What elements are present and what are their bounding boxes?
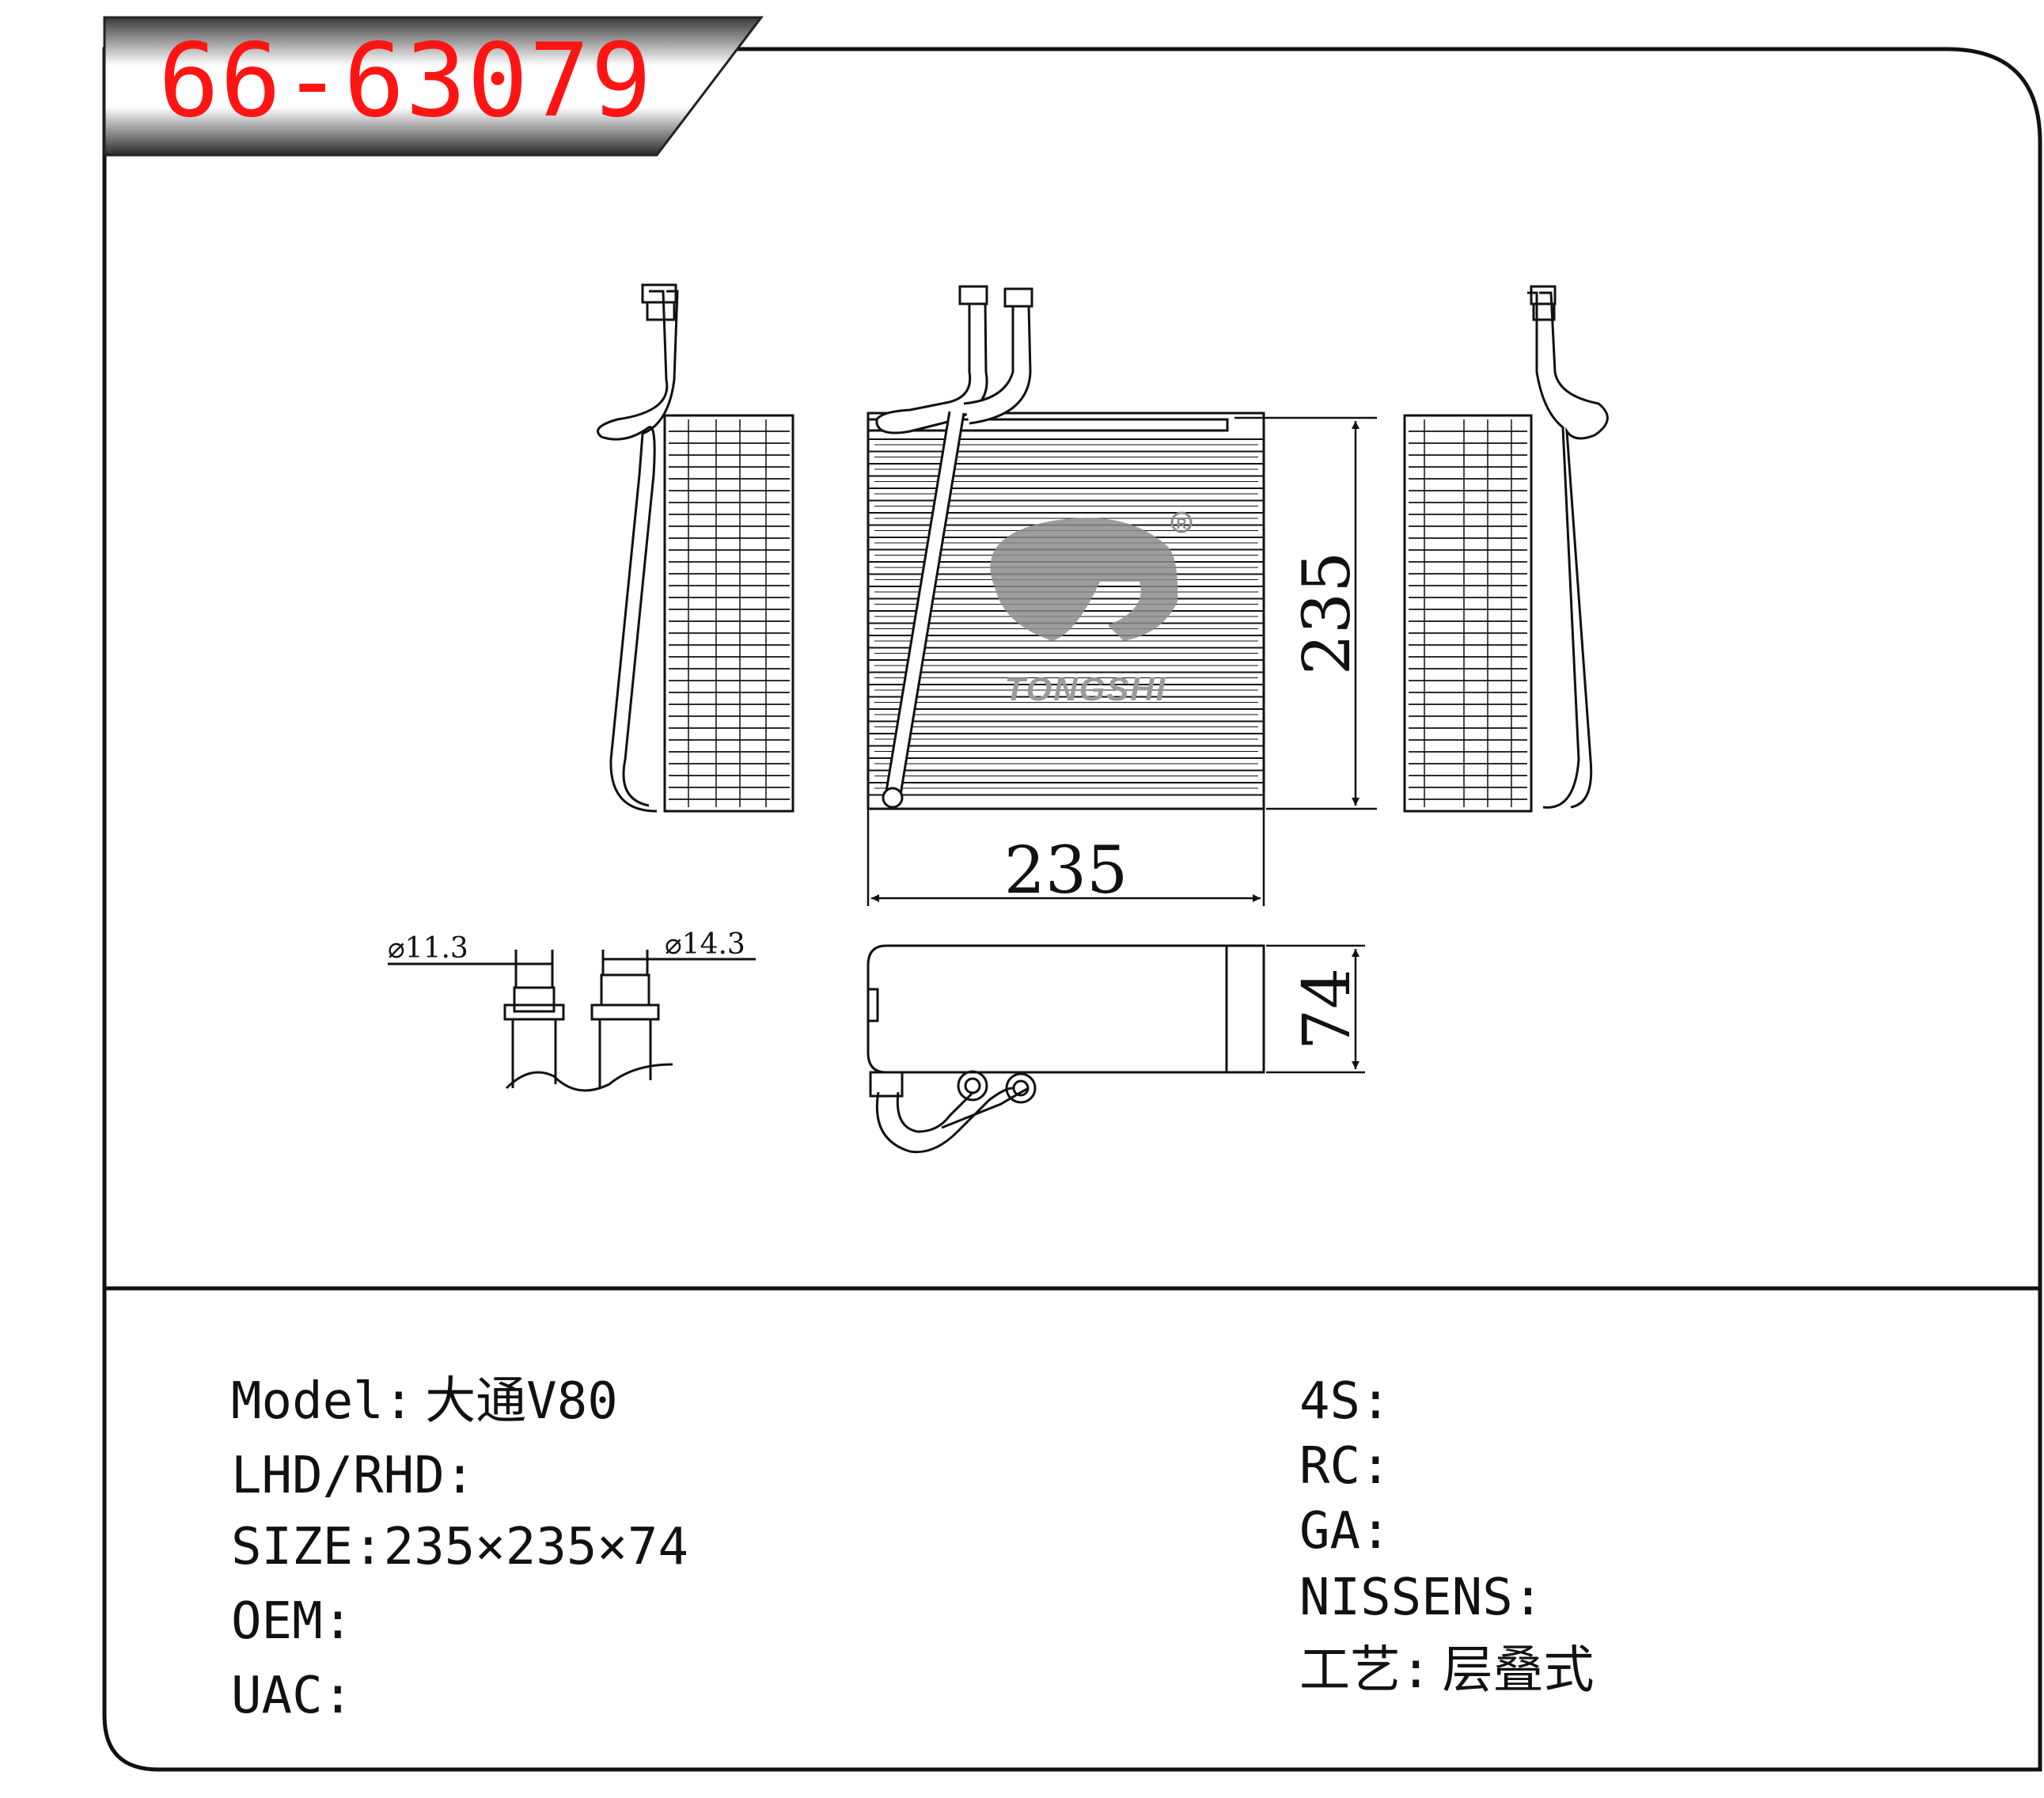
spec-oem: OEM:	[231, 1595, 364, 1648]
outer-frame	[102, 47, 2042, 1772]
spec-lhd-rhd: LHD/RHD:	[231, 1450, 486, 1502]
top-view	[867, 944, 1265, 1154]
svg-text:R: R	[1177, 516, 1187, 532]
spec-ga: GA:	[1299, 1505, 1402, 1557]
pipe-large-diameter: ⌀14.3	[665, 928, 745, 961]
spec-label: LHD/RHD:	[231, 1447, 476, 1505]
left-side-view	[597, 283, 794, 813]
spec-size: SIZE:235×235×74	[231, 1521, 688, 1573]
spec-label: Model:	[231, 1372, 415, 1431]
spec-rc: RC:	[1299, 1440, 1402, 1493]
width-label: 235	[1004, 833, 1128, 908]
spec-value: 层叠式	[1442, 1641, 1595, 1700]
spec-label: NISSENS:	[1299, 1569, 1544, 1627]
spec-nissens: NISSENS:	[1299, 1572, 1554, 1624]
depth-dimension	[1266, 944, 1365, 1074]
depth-label: 74	[1290, 968, 1365, 1050]
model-number-title: 66-63079	[158, 22, 653, 140]
spec-value: 235×235×74	[383, 1518, 688, 1576]
spec-label: 工艺:	[1299, 1641, 1432, 1700]
brand-logo: R TONGSHI	[990, 511, 1193, 707]
spec-label: SIZE:	[231, 1518, 384, 1576]
spec-label: GA:	[1299, 1502, 1391, 1561]
spec-value: 大通V80	[425, 1372, 618, 1431]
spec-label: UAC:	[231, 1667, 354, 1725]
spec-label: RC:	[1299, 1437, 1391, 1496]
height-label: 235	[1290, 552, 1365, 676]
spec-process: 工艺:层叠式	[1299, 1644, 1595, 1697]
pipe-detail	[388, 950, 756, 1092]
spec-label: 4S:	[1299, 1372, 1391, 1431]
spec-label: OEM:	[231, 1592, 354, 1651]
spec-uac: UAC:	[231, 1670, 364, 1722]
right-side-view	[1403, 285, 1609, 813]
svg-text:TONGSHI: TONGSHI	[1005, 670, 1167, 707]
title-banner	[103, 16, 764, 157]
width-dimension	[867, 809, 1265, 906]
height-dimension	[1234, 416, 1377, 810]
pipe-small-diameter: ⌀11.3	[388, 932, 468, 965]
spec-model: Model:大通V80	[231, 1375, 618, 1428]
spec-4s: 4S:	[1299, 1375, 1402, 1428]
